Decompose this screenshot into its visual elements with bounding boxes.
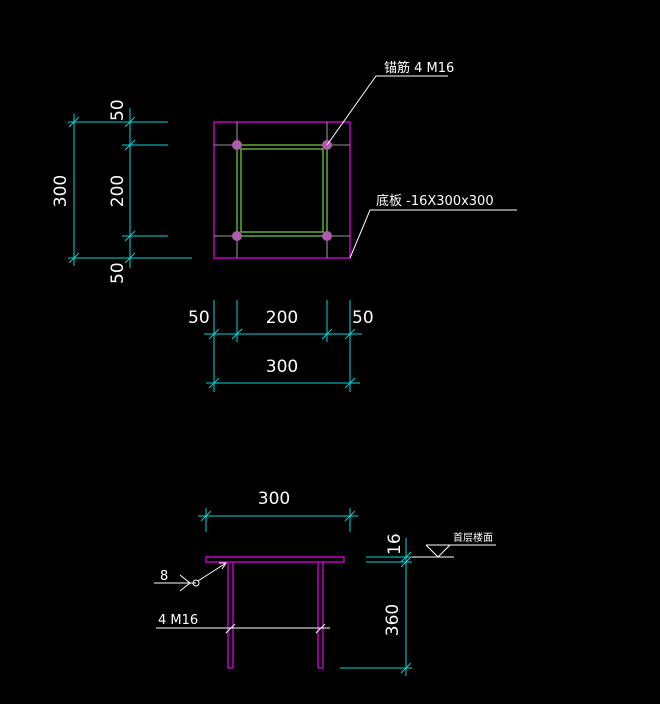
section-width-dimension xyxy=(198,508,358,532)
anchor-bolts xyxy=(232,140,332,241)
dim-horizontal-left: 50 xyxy=(188,308,210,328)
plate-leader xyxy=(349,209,517,259)
section-anchor-leader xyxy=(156,623,330,634)
anchor-leader xyxy=(326,75,448,146)
anchor-bolt-label: 锚筋 4 M16 xyxy=(384,60,454,76)
dim-vertical-overall: 300 xyxy=(51,175,71,207)
floor-level-symbol xyxy=(412,544,496,558)
floor-level-label: 首层楼面 xyxy=(453,531,493,544)
dim-horizontal-right: 50 xyxy=(352,308,374,328)
section-width-label: 300 xyxy=(258,489,290,509)
anchor-bolt-top-left xyxy=(232,140,242,150)
section-height-label: 360 xyxy=(383,604,403,636)
dim-horizontal-middle: 200 xyxy=(266,308,298,328)
dim-vertical-bottom: 50 xyxy=(108,262,128,284)
section-height-dimensions xyxy=(340,538,412,676)
dim-vertical-middle: 200 xyxy=(108,175,128,207)
vertical-dimensions xyxy=(68,108,192,268)
base-plate-label: 底板 -16X300x300 xyxy=(376,193,494,209)
plate-thickness-label: 16 xyxy=(385,533,405,555)
weld-symbol xyxy=(154,562,227,592)
anchor-bolt-bottom-left xyxy=(232,231,242,241)
section-anchor-label: 4 M16 xyxy=(158,613,198,628)
stiffener-square-inner xyxy=(240,148,324,233)
section-anchor-bars xyxy=(227,562,324,669)
dim-vertical-top: 50 xyxy=(108,99,128,121)
section-base-plate xyxy=(205,556,345,563)
anchor-bolt-bottom-right xyxy=(322,231,332,241)
plan-view: 锚筋 4 M16 底板 -16X300x300 50 200 50 30 xyxy=(51,60,517,392)
base-plate-outline xyxy=(213,121,351,259)
horizontal-dimensions xyxy=(204,300,362,392)
dim-horizontal-overall: 300 xyxy=(266,357,298,377)
stiffener-square-outer xyxy=(236,144,328,237)
section-view: 300 8 4 M16 xyxy=(154,489,496,676)
weld-size-label: 8 xyxy=(160,569,168,584)
